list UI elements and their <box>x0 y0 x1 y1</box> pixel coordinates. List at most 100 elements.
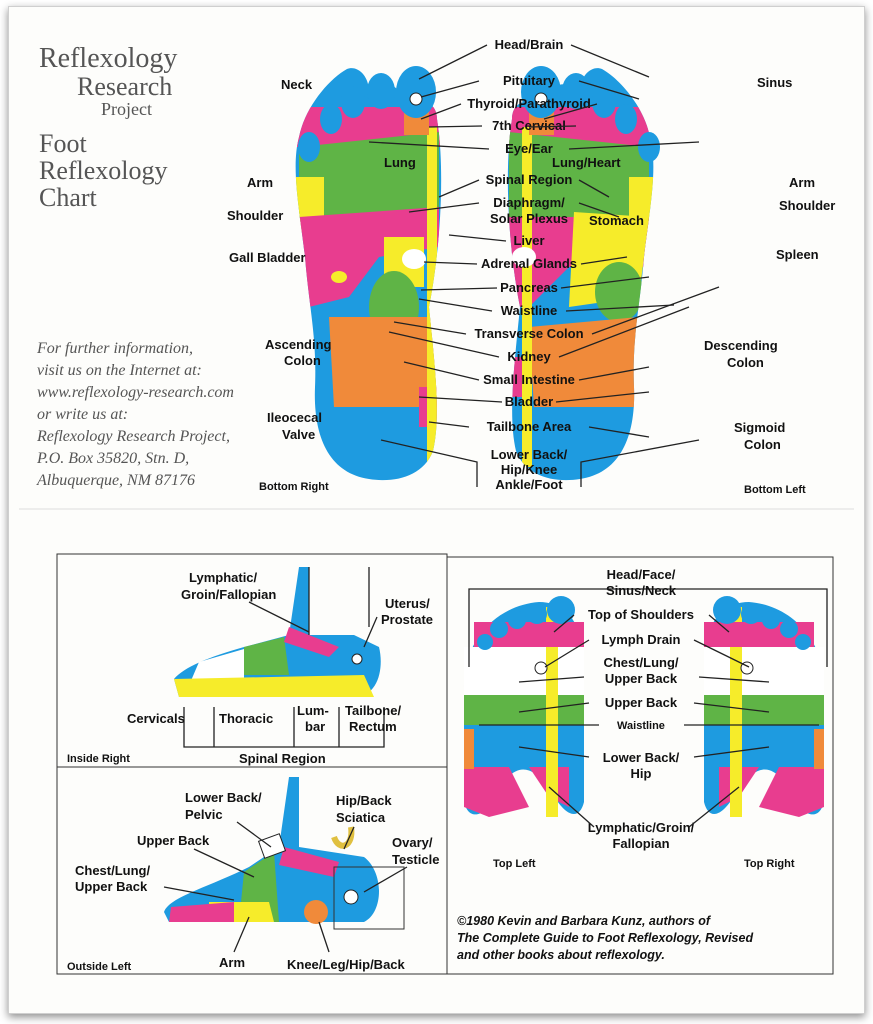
label-upper-back-side: Upper Back <box>137 833 210 848</box>
label-chest-lung-top: Chest/Lung/ <box>603 655 678 670</box>
credit-line1: ©1980 Kevin and Barbara Kunz, authors of <box>457 914 712 928</box>
label-tailbone-rectum: Tailbone/ <box>345 703 401 718</box>
label-sciatica: Sciatica <box>336 810 386 825</box>
label-liver: Liver <box>513 233 544 248</box>
caption-top-right: Top Right <box>744 858 795 870</box>
label-cervicals: Cervicals <box>127 711 185 726</box>
label-transverse-colon: Transverse Colon <box>474 326 583 341</box>
subtitle-line2: Reflexology <box>39 156 168 185</box>
credit-line3: and other books about reflexology. <box>457 948 665 962</box>
label-arm-right: Arm <box>247 175 273 190</box>
label-prostate: Prostate <box>381 612 433 627</box>
chart-card: Reflexology Research Project Foot Reflex… <box>8 6 865 1014</box>
label-lymph-groin-top: Lymphatic/Groin/ <box>588 820 695 835</box>
label-colon-left: Colon <box>727 355 764 370</box>
subtitle-line3: Chart <box>39 183 98 212</box>
foot-top-right: Top Right <box>704 596 824 870</box>
title-line3: Project <box>101 99 152 119</box>
info-line: P.O. Box 35820, Stn. D, <box>36 450 189 467</box>
subtitle-line1: Foot <box>39 129 87 158</box>
title-block: Reflexology Research Project Foot Reflex… <box>39 43 177 212</box>
info-line: visit us on the Internet at: <box>37 362 202 379</box>
label-head-face: Head/Face/ <box>607 567 676 582</box>
label-solar-plexus: Solar Plexus <box>490 211 568 226</box>
credit-line2: The Complete Guide to Foot Reflexology, … <box>457 931 753 945</box>
label-groin-fallopian: Groin/Fallopian <box>181 587 276 602</box>
label-lumbar2: bar <box>305 719 325 734</box>
reflexology-chart-svg: Reflexology Research Project Foot Reflex… <box>9 7 864 1013</box>
label-upper-back-top1: Upper Back <box>605 671 678 686</box>
label-7th-cervical: 7th Cervical <box>492 118 566 133</box>
foot-top-left: Top Left <box>464 596 584 870</box>
label-arm-left: Arm <box>789 175 815 190</box>
label-spinal-region-side: Spinal Region <box>239 751 326 766</box>
caption-bottom-right: Bottom Right <box>259 481 329 493</box>
label-chest-lung-side: Chest/Lung/ <box>75 863 150 878</box>
label-colon-sigmoid: Colon <box>744 437 781 452</box>
label-lung: Lung <box>384 155 416 170</box>
info-line: or write us at: <box>37 406 128 423</box>
label-testicle: Testicle <box>392 852 439 867</box>
label-kidney: Kidney <box>507 349 551 364</box>
title-line1: Reflexology <box>39 43 177 74</box>
label-sinus-neck: Sinus/Neck <box>606 583 677 598</box>
website-link[interactable]: www.reflexology-research.com <box>37 384 234 401</box>
label-bladder: Bladder <box>505 394 553 409</box>
label-sigmoid: Sigmoid <box>734 420 785 435</box>
label-adrenal: Adrenal Glands <box>481 256 577 271</box>
label-ankle-foot: Ankle/Foot <box>495 477 563 492</box>
label-ileocecal: Ileocecal <box>267 410 322 425</box>
label-tailbone: Tailbone Area <box>487 419 572 434</box>
label-thyroid: Thyroid/Parathyroid <box>467 96 591 111</box>
label-shoulder-left: Shoulder <box>779 198 835 213</box>
caption-inside-right: Inside Right <box>67 753 130 765</box>
label-spinal-region: Spinal Region <box>486 172 573 187</box>
label-upper-back-side2: Upper Back <box>75 879 148 894</box>
label-eye-ear: Eye/Ear <box>505 141 553 156</box>
label-hip-knee: Hip/Knee <box>501 462 557 477</box>
label-knee-leg: Knee/Leg/Hip/Back <box>287 957 406 972</box>
label-descending: Descending <box>704 338 778 353</box>
label-ovary: Ovary/ <box>392 835 433 850</box>
foot-outside-left: Lower Back/ Pelvic Hip/Back Sciatica Upp… <box>67 777 439 973</box>
label-sinus: Sinus <box>757 75 792 90</box>
label-uterus: Uterus/ <box>385 596 430 611</box>
label-lymphatic: Lymphatic/ <box>189 570 258 585</box>
label-pituitary: Pituitary <box>503 73 556 88</box>
label-lung-heart: Lung/Heart <box>552 155 621 170</box>
info-line: Albuquerque, NM 87176 <box>36 472 195 489</box>
label-hip-back: Hip/Back <box>336 793 392 808</box>
label-lumbar1: Lum- <box>297 703 329 718</box>
label-pelvic: Pelvic <box>185 807 223 822</box>
caption-outside-left: Outside Left <box>67 961 132 973</box>
label-lower-back-pelvic: Lower Back/ <box>185 790 262 805</box>
label-shoulder-right: Shoulder <box>227 208 283 223</box>
info-line: For further information, <box>36 340 193 357</box>
info-text: For further information, visit us on the… <box>36 340 234 489</box>
label-gall-bladder: Gall Bladder <box>229 250 306 265</box>
label-top-shoulders: Top of Shoulders <box>588 607 694 622</box>
label-rectum: Rectum <box>349 719 397 734</box>
caption-bottom-left: Bottom Left <box>744 484 806 496</box>
label-arm-side: Arm <box>219 955 245 970</box>
label-waistline: Waistline <box>501 303 558 318</box>
label-lower-back: Lower Back/ <box>491 447 568 462</box>
label-hip-top: Hip <box>631 766 652 781</box>
label-ascending: Ascending <box>265 337 332 352</box>
label-waistline-top: Waistline <box>617 720 665 732</box>
credit: ©1980 Kevin and Barbara Kunz, authors of… <box>457 914 753 962</box>
label-small-intestine: Small Intestine <box>483 372 575 387</box>
label-stomach: Stomach <box>589 213 644 228</box>
label-lower-back-top: Lower Back/ <box>603 750 680 765</box>
label-valve: Valve <box>282 427 315 442</box>
title-line2: Research <box>77 72 172 101</box>
label-colon: Colon <box>284 353 321 368</box>
foot-inside-right: Lymphatic/ Groin/Fallopian Uterus/ Prost… <box>67 567 433 766</box>
label-head-brain: Head/Brain <box>495 37 564 52</box>
label-thoracic: Thoracic <box>219 711 273 726</box>
caption-top-left: Top Left <box>493 858 536 870</box>
label-lymph-drain: Lymph Drain <box>602 632 681 647</box>
label-pancreas: Pancreas <box>500 280 558 295</box>
label-fallopian-top: Fallopian <box>612 836 669 851</box>
label-neck: Neck <box>281 77 313 92</box>
